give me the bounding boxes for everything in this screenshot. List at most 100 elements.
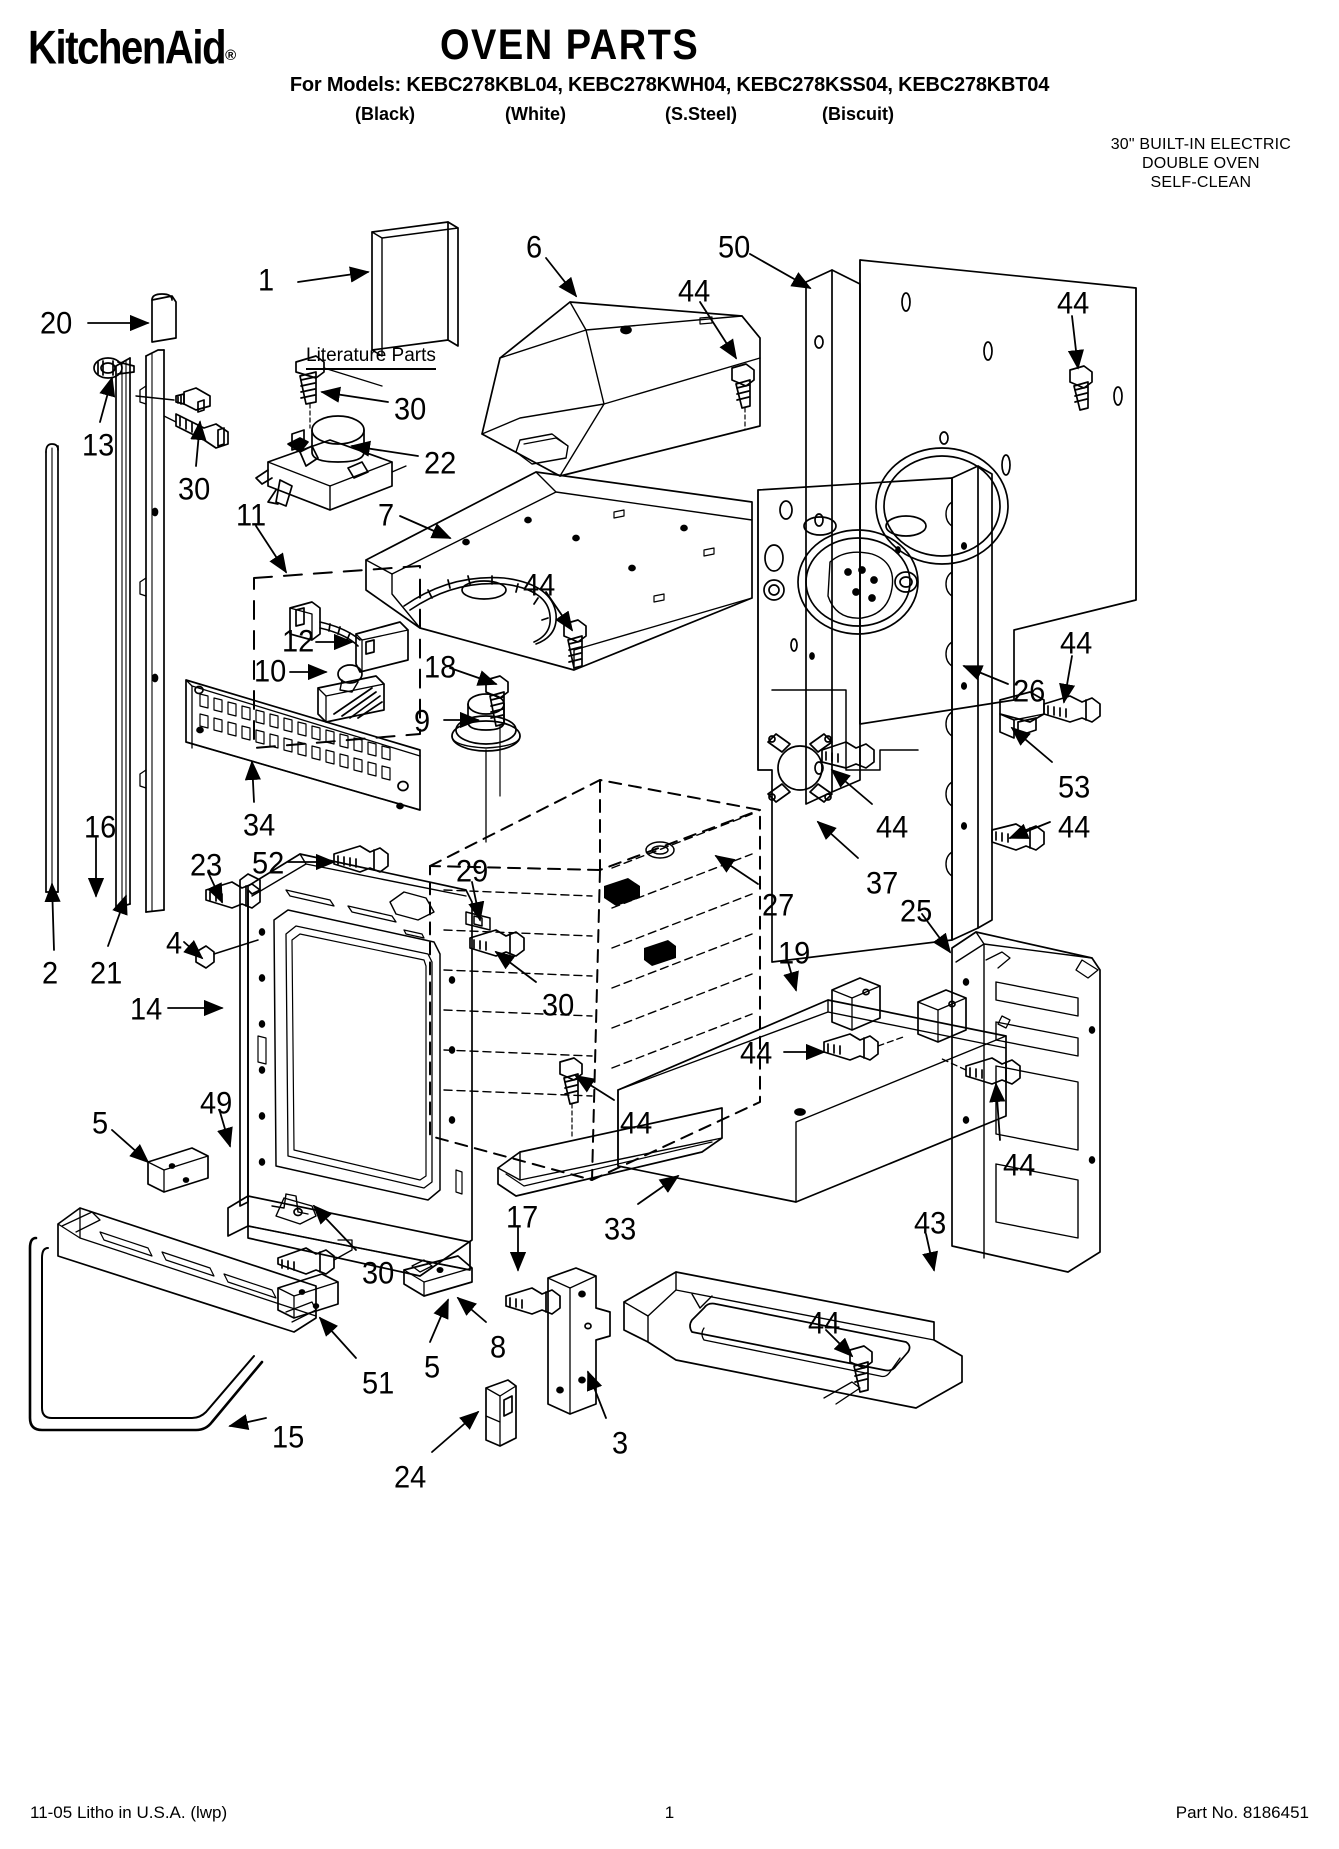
leader-line-30 [320,386,389,403]
callout-number-51: 51 [362,1365,395,1401]
callout-number-44: 44 [1057,285,1090,321]
part-screw-44b [1069,365,1093,411]
callout-number-27: 27 [762,887,795,923]
product-description: 30" BUILT-IN ELECTRIC DOUBLE OVEN SELF-C… [1111,135,1291,192]
leader-line-18 [449,667,498,686]
part-glass-10 [317,675,385,723]
footer-litho: 11-05 Litho in U.S.A. (lwp) [30,1803,228,1822]
callout-number-44: 44 [523,567,556,603]
callout-number-17: 17 [506,1199,539,1235]
brand-logo: KitchenAid® [28,22,236,75]
leader-line-24 [431,1410,480,1453]
callout-number-30: 30 [394,391,427,427]
part-bracket-5b [277,1273,339,1319]
callout-number-11: 11 [236,497,267,533]
oven-cavity-hardware [465,841,676,966]
leader-line-49 [217,1111,233,1148]
footer-page-number: 1 [664,1803,675,1822]
callout-number-2: 2 [42,955,59,991]
callout-number-44: 44 [1058,809,1091,845]
callout-number-9: 9 [414,703,431,739]
part-screw-30c [295,355,325,429]
color-white: (White) [505,104,566,124]
callout-number-21: 21 [90,955,123,991]
leader-line-19 [783,961,799,992]
part-screw-30b [175,413,229,449]
callout-number-19: 19 [778,935,811,971]
leader-lines [44,253,1084,1453]
callout-number-43: 43 [914,1205,947,1241]
leader-line-25 [921,913,952,954]
parts-drawing-svg [28,221,1137,1453]
leader-line-30 [494,950,537,983]
leader-line-11 [255,525,287,574]
callout-number-44: 44 [1003,1147,1036,1183]
leader-line-43 [922,1233,939,1272]
part-bracket-8 [403,1255,473,1297]
part-rear-wall-lower [757,477,953,963]
callout-number-37: 37 [866,865,899,901]
leader-line-6 [545,257,578,298]
part-vent-trim-34 [185,679,421,811]
leader-line-7 [399,515,452,539]
part-screw-17 [505,1287,561,1315]
leader-line-30 [312,1204,357,1251]
part-screw-44j [849,1345,873,1393]
part-screw-44a [731,363,755,431]
part-rear-bracket-50 [805,269,861,805]
leader-line-44 [574,1075,615,1101]
leader-line-33 [637,1174,680,1205]
leader-line-44 [989,1082,1006,1141]
leader-line-1 [297,266,370,283]
product-description-line-3: SELF-CLEAN [1150,174,1252,191]
callout-number-44: 44 [876,809,909,845]
part-screw-44i [559,1057,583,1139]
callout-number-44: 44 [740,1035,773,1071]
leader-line-27 [714,855,759,885]
leader-line-53 [1010,726,1053,763]
callout-number-44: 44 [678,273,711,309]
callout-number-10: 10 [254,653,287,689]
callout-number-1: 1 [258,262,275,298]
callout-number-30: 30 [542,987,575,1023]
callout-number-44: 44 [808,1305,841,1341]
callout-number-5: 5 [424,1349,441,1385]
leader-line-23 [207,871,223,904]
leader-line-5 [111,1129,150,1164]
color-black: (Black) [355,104,416,124]
part-lamp-12b [337,664,363,693]
leader-line-44 [1067,315,1084,370]
callout-number-7: 7 [378,497,395,533]
part-clip-24 [485,1379,517,1447]
callout-number-12: 12 [282,623,315,659]
part-drip-pan-43 [623,1271,963,1409]
callout-number-5: 5 [92,1105,109,1141]
leader-line-29 [468,881,485,922]
callout-number-25: 25 [900,893,933,929]
callout-number-29: 29 [456,853,489,889]
part-group-box-11 [253,565,421,749]
part-gasket-15 [28,1236,264,1432]
part-side-trim-21 [115,357,131,909]
part-trim-rail-33 [497,1107,723,1197]
leader-line-5 [429,1298,449,1343]
callout-number-50: 50 [718,229,751,265]
callout-number-44: 44 [1060,625,1093,661]
models-line: For Models: KEBC278KBL04, KEBC278KWH04, … [289,74,1050,96]
callout-number-3: 3 [612,1425,629,1461]
part-door-panel-25 [951,931,1101,1273]
leader-line-26 [962,665,1009,685]
part-side-trim-16 [139,349,165,913]
leader-line-13 [99,376,116,423]
callout-number-44: 44 [620,1105,653,1141]
brand-name: KitchenAid [28,22,227,74]
color-ssteel: (S.Steel) [665,104,738,124]
leader-line-44 [545,591,574,632]
part-bottom-plate-19 [617,977,1007,1203]
part-top-cover [481,301,761,477]
callout-number-23: 23 [190,847,223,883]
callout-number-53: 53 [1058,769,1091,805]
part-screw-44f [563,619,587,669]
callout-number-8: 8 [490,1329,507,1365]
